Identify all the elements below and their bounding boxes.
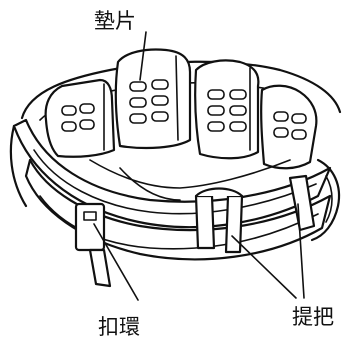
pad-leader-line	[139, 31, 147, 81]
handle-graphic	[194, 174, 316, 254]
handle-leader-line-1	[231, 235, 297, 299]
handle-leader-line-2	[297, 203, 305, 299]
leader-lines	[93, 31, 305, 301]
buckle-graphic	[74, 202, 112, 288]
harness-body	[9, 48, 342, 261]
pad-slots	[61, 79, 307, 140]
handle-label: 提把	[292, 305, 334, 329]
pad-label: 墊片	[94, 9, 136, 33]
buckle-label: 扣環	[98, 315, 140, 339]
buckle-leader-line	[93, 223, 139, 301]
